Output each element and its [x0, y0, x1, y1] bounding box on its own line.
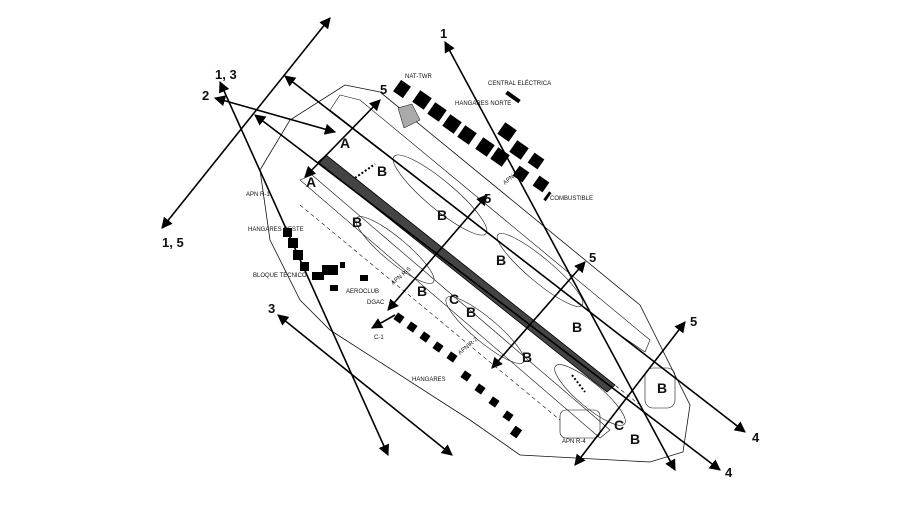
- label-hangares-oeste: HANGARES OESTE: [248, 227, 304, 233]
- label-bloque-tecnico: BLOQUE TÉCNICO: [253, 272, 307, 279]
- zone-b-6: B: [466, 304, 476, 320]
- label-hangares-norte: HANGARES NORTE: [455, 101, 511, 107]
- zone-a-north: A: [340, 135, 350, 151]
- label-apn-r5: APN R-5: [390, 266, 412, 286]
- bloque-tecnico-buildings: [312, 262, 345, 280]
- label-nat-twr: NAT-TWR: [405, 74, 433, 80]
- arrow-label-3: 3: [268, 301, 275, 316]
- dgac-building: [360, 275, 368, 281]
- label-apn-r1: APN R-1: [246, 192, 270, 198]
- arrow-label-5-center: 5: [589, 250, 596, 265]
- nat-twr-building: [393, 79, 411, 99]
- aeroclub-building: [330, 285, 338, 291]
- hangar-n-8: [509, 140, 529, 160]
- zone-b-10: B: [630, 431, 640, 447]
- south-apron: [559, 409, 601, 439]
- hangar-n-5: [475, 137, 495, 157]
- arrow-label-4-upper: 4: [752, 430, 760, 445]
- label-dgac: DGAC: [367, 300, 385, 306]
- nat-twr-hatched-pad: [397, 103, 421, 129]
- zone-b-7: B: [572, 319, 582, 335]
- hangar-s-5: [446, 351, 458, 363]
- zone-b-5: B: [417, 283, 427, 299]
- label-hangares: HANGARES: [412, 377, 446, 383]
- hangar-n-6: [497, 122, 517, 142]
- hangar-s-3: [419, 331, 431, 343]
- zone-b-9: B: [657, 380, 667, 396]
- label-central-electrica: CENTRAL ELÉCTRICA: [488, 80, 551, 87]
- arrow-5-mid: [387, 194, 488, 311]
- bloque-tecnico-3: [340, 262, 345, 268]
- zone-b-2: B: [352, 214, 362, 230]
- zone-b-8: B: [522, 349, 532, 365]
- arrows: [161, 17, 746, 471]
- zone-b-4: B: [496, 252, 506, 268]
- hangar-n-2: [427, 102, 447, 122]
- zone-b-3: B: [437, 207, 447, 223]
- hangar-s-6: [460, 370, 472, 382]
- bloque-tecnico-2: [322, 265, 338, 275]
- arrow-label-1-3: 1, 3: [215, 67, 237, 82]
- arrow-label-5-mid: 5: [484, 191, 491, 206]
- arrow-5-north: [304, 99, 381, 178]
- arrow-labels: 1 1, 3 2 1, 5 3 4 4 5 5 5 5: [162, 26, 760, 480]
- hangares-sur-buildings: [393, 312, 523, 439]
- hangar-s-9: [502, 410, 514, 422]
- hangar-s-4: [432, 341, 444, 353]
- arrow-5-south: [574, 321, 686, 466]
- label-combustible: COMBUSTIBLE: [550, 196, 593, 202]
- label-c1: C-1: [374, 335, 384, 341]
- arrow-1-3: [219, 80, 389, 457]
- arrow-label-1-5: 1, 5: [162, 235, 184, 250]
- arrow-label-2: 2: [202, 88, 209, 103]
- arrow-label-5-south: 5: [690, 314, 697, 329]
- arrow-label-1: 1: [440, 26, 447, 41]
- arrow-5-center: [491, 261, 586, 369]
- arrow-4-lower: [254, 114, 721, 471]
- hangar-n-4: [457, 125, 477, 145]
- hangar-s-8: [488, 396, 500, 408]
- zone-letters: A A B B B B B B B B B B C C: [306, 135, 667, 447]
- hangar-s-7: [474, 383, 486, 395]
- runway-threshold-marks-north: [354, 163, 376, 179]
- arrow-label-5-north: 5: [380, 82, 387, 97]
- hangar-s-1: [393, 312, 405, 324]
- hangar-s-2: [406, 321, 418, 333]
- hangar-n-1: [412, 90, 432, 110]
- arrow-label-4-lower: 4: [725, 465, 733, 480]
- label-apn-r4: APN R-4: [562, 439, 586, 445]
- hangar-n-9: [527, 152, 545, 170]
- hangar-n-3: [442, 114, 462, 134]
- label-aeroclub: AEROCLUB: [346, 289, 379, 295]
- zone-b-1: B: [377, 163, 387, 179]
- runway-threshold-marks-south: [571, 374, 586, 393]
- zone-a-west: A: [306, 174, 316, 190]
- zone-c-1: C: [449, 291, 459, 307]
- arrow-c1: [371, 314, 396, 329]
- zone-c-2: C: [614, 417, 624, 433]
- hangar-s-10: [509, 425, 523, 439]
- label-apn-r2: APN R-2: [457, 336, 479, 356]
- hangar-n-11: [532, 175, 550, 193]
